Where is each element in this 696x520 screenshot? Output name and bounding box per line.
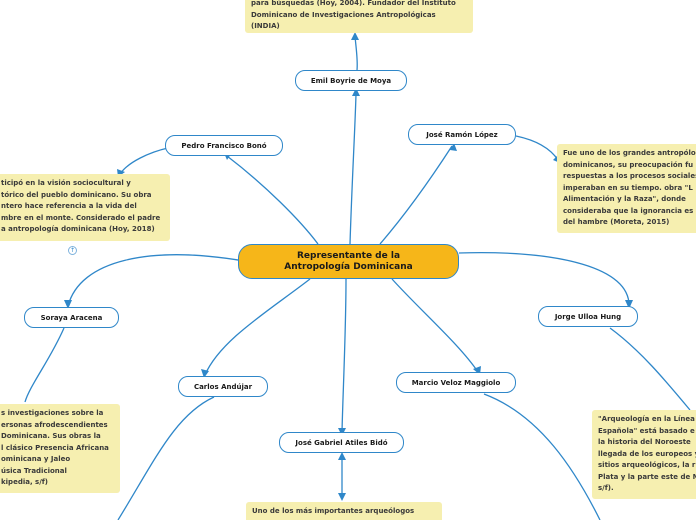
note-emil: para búsquedas (Hoy, 2004). Fundador del… bbox=[245, 0, 473, 33]
node-marcio-veloz-maggiolo[interactable]: Marcio Veloz Maggiolo bbox=[396, 372, 516, 393]
collapse-toggle-icon[interactable]: ↑ bbox=[68, 246, 77, 255]
central-topic[interactable]: Representante de la Antropología Dominic… bbox=[238, 244, 459, 279]
link-jorge bbox=[458, 252, 630, 307]
link-pedro-note bbox=[119, 147, 169, 175]
link-carlos-note bbox=[117, 396, 215, 520]
link-jose-gabriel bbox=[341, 278, 347, 433]
node-label: José Ramón López bbox=[426, 130, 498, 139]
link-marcio-note bbox=[483, 393, 601, 520]
node-soraya-aracena[interactable]: Soraya Aracena bbox=[24, 307, 119, 328]
arrow-carlos bbox=[201, 369, 209, 378]
link-emil-note bbox=[354, 35, 358, 71]
arrow-jorge bbox=[625, 300, 633, 309]
node-carlos-andujar[interactable]: Carlos Andújar bbox=[178, 376, 268, 397]
link-jose-ramon-note bbox=[515, 135, 559, 161]
node-label: Carlos Andújar bbox=[193, 382, 253, 391]
node-pedro-francisco-bono[interactable]: Pedro Francisco Bonó bbox=[165, 135, 283, 156]
node-label: José Gabriel Atiles Bidó bbox=[295, 438, 388, 447]
note-soraya: s investigaciones sobre la ersonas afrod… bbox=[0, 404, 120, 493]
node-jorge-ulloa-hung[interactable]: Jorge Ulloa Hung bbox=[538, 306, 638, 327]
arrow-emil bbox=[352, 88, 360, 96]
note-jose-ramon: Fue uno de los grandes antropólo dominic… bbox=[557, 144, 696, 233]
node-label: Soraya Aracena bbox=[40, 313, 103, 322]
link-jose-ramon bbox=[379, 145, 453, 245]
node-jose-ramon-lopez[interactable]: José Ramón López bbox=[408, 124, 516, 145]
link-emil bbox=[349, 93, 357, 245]
note-jorge: "Arqueología en la Línea Española" está … bbox=[592, 410, 696, 499]
arrow-soraya bbox=[64, 300, 72, 309]
link-marcio bbox=[391, 278, 479, 373]
arrow-jose-ramon bbox=[450, 143, 457, 151]
note-pedro: ticipó en la visión sociocultural y tóri… bbox=[0, 174, 170, 241]
note-jose-gabriel: Uno de los más importantes arqueólogos bbox=[246, 502, 442, 520]
link-carlos bbox=[204, 278, 311, 376]
link-jorge-note bbox=[609, 327, 691, 411]
node-label: Emil Boyrie de Moya bbox=[310, 76, 392, 85]
link-soraya-note bbox=[24, 327, 65, 403]
arrow-emil-note bbox=[351, 32, 359, 40]
node-label: Pedro Francisco Bonó bbox=[181, 141, 267, 150]
link-soraya bbox=[67, 254, 245, 307]
node-jose-gabriel-atiles-bido[interactable]: José Gabriel Atiles Bidó bbox=[279, 432, 404, 453]
node-label: Marcio Veloz Maggiolo bbox=[411, 378, 501, 387]
arrow-jose-gabriel-up bbox=[338, 452, 346, 460]
central-topic-label: Representante de la Antropología Dominic… bbox=[284, 251, 413, 272]
link-pedro bbox=[226, 155, 319, 245]
node-label: Jorge Ulloa Hung bbox=[554, 312, 622, 321]
node-emil-boyrie-de-moya[interactable]: Emil Boyrie de Moya bbox=[295, 70, 407, 91]
arrow-jose-gabriel-note bbox=[338, 493, 346, 501]
